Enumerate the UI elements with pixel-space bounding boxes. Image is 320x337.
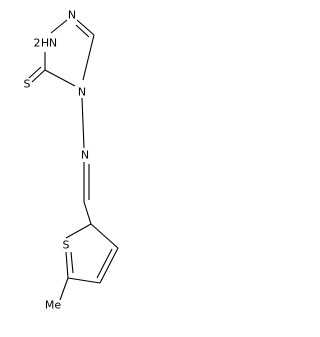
molecule-diagram: N 2 H N N S N S Me <box>24 9 119 312</box>
bond-n4-c5 <box>82 34 95 81</box>
bond-c5-n1 <box>76 19 95 36</box>
atom-n2: N <box>49 37 57 50</box>
bond-n1-n2 <box>50 19 68 34</box>
bond-c3-n4 <box>44 69 76 87</box>
atom-n-imine: N <box>81 149 89 162</box>
bond-c5-n1-double <box>75 24 90 38</box>
bond-c5-methyl <box>59 277 69 301</box>
imine-double-bond <box>83 162 90 202</box>
triazole-ring <box>44 19 95 87</box>
bond-c3-c4 <box>99 247 119 284</box>
bond-n4-n-imine <box>81 97 85 149</box>
bond-s-c2 <box>65 223 92 239</box>
bond-c5-s <box>65 251 69 279</box>
bond-c5-s-double <box>70 251 74 274</box>
bond-c2-c3 <box>90 223 119 249</box>
atom-methyl: Me <box>45 299 61 312</box>
bond-c3-s <box>31 69 46 83</box>
bond-c3-c4-double <box>96 248 113 279</box>
atom-n2-prefix: 2 <box>34 37 41 50</box>
atom-n4: N <box>78 86 86 99</box>
atom-n1: N <box>68 9 76 22</box>
thione-group <box>28 66 46 83</box>
thiophene-ring <box>65 223 119 284</box>
bond-ch-c2 <box>83 201 92 225</box>
atom-s-thiophene: S <box>63 239 70 252</box>
bond-c3-s-double <box>28 66 42 79</box>
bond-c4-c5 <box>67 277 101 284</box>
atom-n2-hydrogen: H <box>41 37 49 50</box>
atom-s-thione: S <box>24 78 31 91</box>
